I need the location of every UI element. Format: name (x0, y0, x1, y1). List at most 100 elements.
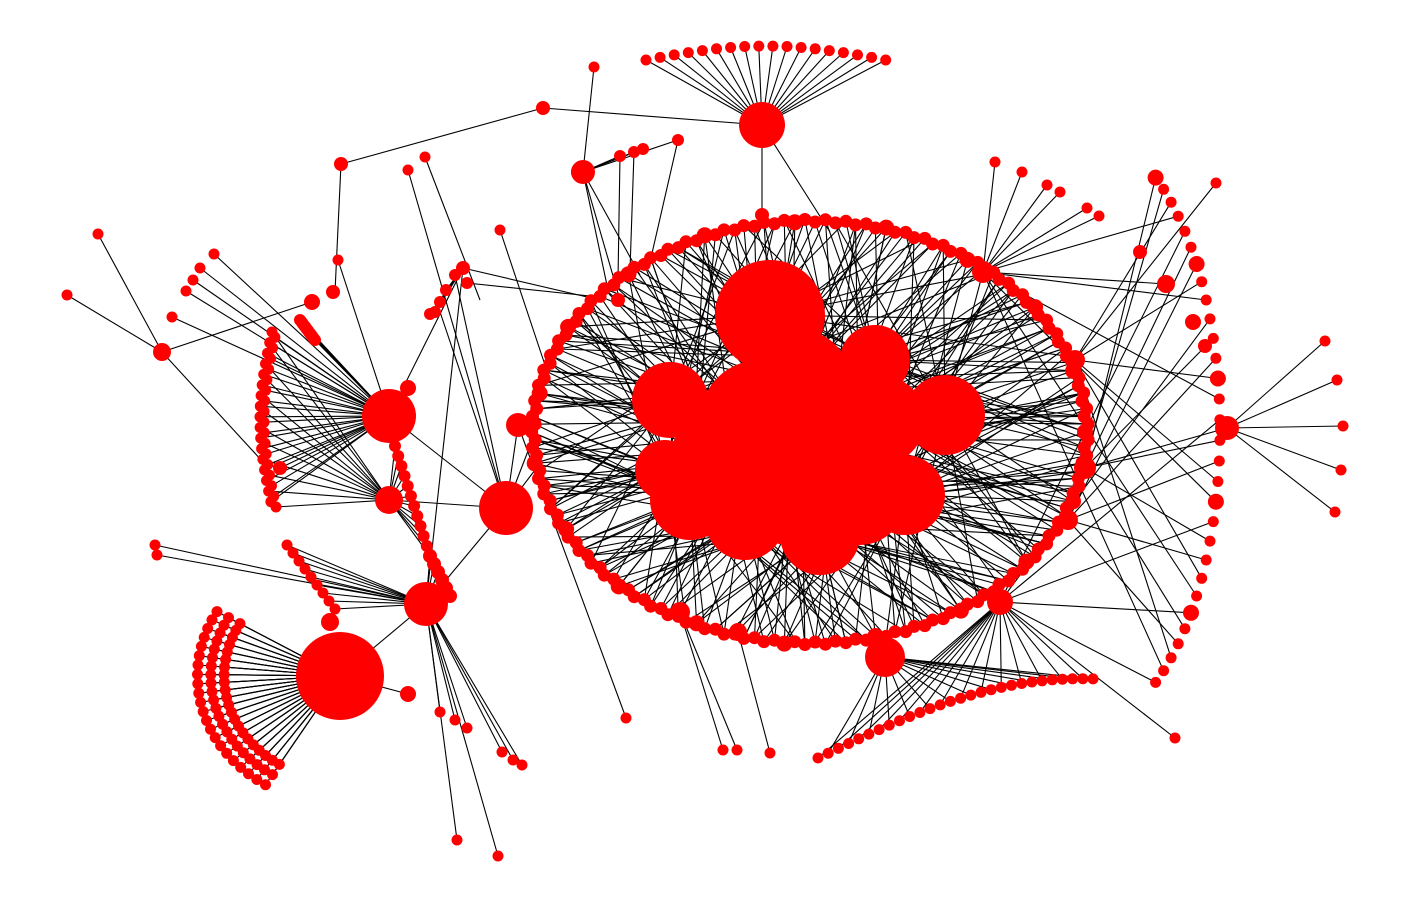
graph-edge-448 (1074, 359, 1203, 579)
graph-node-56 (828, 634, 842, 648)
graph-edge-645 (213, 253, 390, 417)
graph-node-234 (1210, 352, 1222, 364)
graph-node-480 (461, 277, 473, 289)
graph-node-476 (440, 284, 452, 296)
graph-node-13 (835, 375, 925, 465)
graph-node-312 (192, 668, 203, 680)
graph-edge-464 (999, 601, 1176, 739)
graph-node-468 (614, 150, 626, 162)
graph-edge-649 (171, 316, 390, 417)
graph-node-295 (764, 747, 776, 759)
graph-node-247 (1183, 604, 1199, 621)
graph-node-271 (873, 724, 885, 736)
graph-edge-456 (982, 271, 1167, 285)
graph-edge-459 (982, 171, 1023, 273)
graph-node-206 (767, 40, 779, 52)
graph-edge-481 (980, 601, 1001, 693)
graph-node-281 (975, 686, 987, 698)
graph-node-366 (362, 389, 416, 443)
graph-node-203 (725, 42, 737, 53)
graph-node-186 (1074, 457, 1096, 479)
graph-node-292 (1087, 673, 1099, 685)
graph-node-232 (1204, 313, 1216, 325)
graph-node-254 (1185, 314, 1201, 330)
graph-node-76 (637, 593, 651, 607)
graph-node-304 (215, 740, 227, 752)
graph-node-64 (748, 631, 761, 645)
graph-node-238 (1214, 434, 1226, 446)
graph-node-403 (270, 501, 282, 513)
graph-node-315 (195, 640, 207, 652)
graph-edge-473 (899, 601, 1001, 722)
graph-node-193 (670, 602, 690, 622)
graph-node-210 (823, 45, 835, 57)
graph-node-452 (451, 834, 463, 846)
graph-node-278 (944, 695, 956, 707)
graph-node-459 (516, 759, 528, 771)
graph-edge-484 (884, 656, 1012, 686)
graph-node-437 (149, 539, 161, 551)
graph-edge-650 (337, 259, 390, 417)
graph-edge-457 (1074, 182, 1217, 361)
graph-node-302 (227, 755, 239, 767)
graph-node-336 (207, 652, 218, 664)
graph-node-143 (798, 213, 812, 226)
graph-node-450 (326, 285, 340, 299)
graph-node-282 (985, 684, 997, 696)
graph-node-448 (166, 311, 178, 323)
graph-node-310 (193, 687, 205, 699)
graph-edge-676 (649, 139, 679, 263)
graph-edge-477 (939, 601, 1001, 706)
graph-node-440 (304, 294, 320, 310)
graph-edge-644 (161, 351, 264, 463)
graph-node-41 (971, 595, 985, 609)
graph-node-125 (627, 260, 641, 274)
graph-node-207 (781, 41, 793, 52)
graph-node-470 (637, 143, 649, 155)
graph-node-293 (717, 744, 729, 756)
graph-edge-416 (761, 59, 886, 126)
graph-edge-494 (679, 611, 738, 751)
graph-node-197 (640, 54, 652, 66)
graph-edge-436 (1084, 338, 1214, 469)
graph-node-192 (506, 413, 530, 437)
graph-edge-418 (340, 107, 544, 165)
graph-node-228 (1185, 241, 1197, 253)
graph-node-418 (395, 460, 408, 472)
graph-node-270 (863, 728, 875, 740)
graph-node-331 (208, 694, 220, 706)
graph-node-455 (449, 714, 461, 726)
graph-edge-638 (154, 544, 427, 605)
graph-node-441 (153, 343, 171, 361)
graph-node-473 (402, 164, 414, 176)
graph-edge-489 (999, 601, 1063, 680)
graph-node-233 (1207, 332, 1219, 344)
graph-edge-631 (298, 560, 427, 605)
graph-node-201 (696, 45, 708, 57)
graph-node-465 (443, 589, 457, 603)
graph-node-14 (735, 435, 845, 545)
graph-edge-455 (999, 601, 1156, 683)
graph-node-200 (682, 47, 694, 59)
graph-edge-657 (425, 603, 503, 753)
graph-node-211 (837, 47, 849, 59)
graph-node-194 (729, 623, 747, 641)
graph-edge-601 (268, 490, 390, 501)
graph-node-272 (883, 719, 895, 731)
graph-node-481 (449, 269, 461, 281)
graph-node-43 (952, 602, 969, 619)
graph-edge-647 (192, 279, 390, 417)
graph-node-290 (1067, 673, 1079, 685)
graph-node-458 (507, 754, 519, 766)
graph-node-212 (852, 49, 863, 61)
graph-node-243 (1204, 535, 1216, 547)
graph-node-57 (818, 637, 832, 651)
graph-node-314 (193, 650, 205, 662)
graph-edge-491 (999, 601, 1084, 680)
graph-edge-592 (264, 442, 390, 501)
graph-node-483 (571, 162, 591, 182)
graph-edge-677 (499, 229, 551, 381)
graph-node-205 (753, 40, 765, 52)
graph-node-285 (1016, 678, 1028, 689)
graph-node-214 (880, 54, 892, 66)
